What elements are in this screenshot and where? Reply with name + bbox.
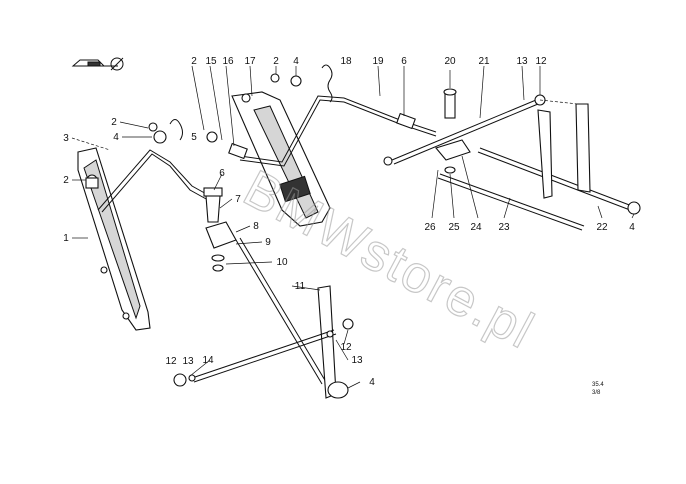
part-label-12: 12 bbox=[535, 56, 547, 67]
part-label-13: 13 bbox=[182, 356, 194, 367]
pivot-bolt-assembly bbox=[203, 187, 237, 272]
part-label-22: 22 bbox=[596, 222, 608, 233]
part-label-6: 6 bbox=[219, 168, 225, 179]
part-label-26: 26 bbox=[424, 222, 436, 233]
part-label-6: 6 bbox=[401, 56, 407, 67]
part-label-11: 11 bbox=[295, 281, 306, 292]
reference-code-line-2: 3/8 bbox=[592, 390, 601, 396]
part-label-20: 20 bbox=[444, 56, 456, 67]
part-label-3: 3 bbox=[63, 133, 69, 144]
reference-code-line-1: 35.4 bbox=[592, 382, 604, 388]
cross-shaft-lower bbox=[173, 329, 337, 387]
part-label-7: 7 bbox=[235, 194, 241, 205]
part-label-8: 8 bbox=[253, 221, 259, 232]
part-label-12: 12 bbox=[165, 356, 177, 367]
part-label-4: 4 bbox=[629, 222, 635, 233]
part-number-labels: 1 2 2 2 2 3 4 4 4 4 5 6 6 7 8 9 10 11 12… bbox=[63, 56, 635, 388]
part-label-19: 19 bbox=[372, 56, 384, 67]
part-label-15: 15 bbox=[205, 56, 217, 67]
pedal-base-plate bbox=[77, 147, 151, 331]
part-label-2: 2 bbox=[273, 56, 279, 67]
part-label-2: 2 bbox=[63, 175, 69, 186]
part-label-4: 4 bbox=[369, 377, 375, 388]
part-label-23: 23 bbox=[498, 222, 510, 233]
parallel-shafts-right bbox=[437, 99, 641, 231]
car-pedal-group-icon bbox=[71, 57, 124, 71]
label-leader-lines bbox=[71, 65, 635, 389]
part-label-1: 1 bbox=[63, 233, 69, 244]
part-label-18: 18 bbox=[340, 56, 352, 67]
bushing-group-left bbox=[148, 119, 218, 144]
part-label-2: 2 bbox=[111, 117, 117, 128]
part-label-10: 10 bbox=[276, 257, 288, 268]
part-label-21: 21 bbox=[478, 56, 490, 67]
part-label-4: 4 bbox=[113, 132, 119, 143]
part-label-4: 4 bbox=[293, 56, 299, 67]
throttle-rod-right bbox=[383, 88, 546, 166]
connecting-rod-lower bbox=[235, 237, 354, 399]
part-label-25: 25 bbox=[448, 222, 460, 233]
part-label-24: 24 bbox=[470, 222, 482, 233]
linkage-rod-upper bbox=[228, 64, 437, 167]
part-label-2: 2 bbox=[191, 56, 197, 67]
reference-code: 35.4 3/8 bbox=[592, 382, 604, 396]
part-label-14: 14 bbox=[202, 355, 214, 366]
part-label-17: 17 bbox=[244, 56, 256, 67]
part-label-16: 16 bbox=[222, 56, 234, 67]
rod-bracket-clip bbox=[435, 139, 471, 174]
part-label-9: 9 bbox=[265, 237, 271, 248]
part-label-13: 13 bbox=[516, 56, 528, 67]
part-label-5: 5 bbox=[191, 132, 197, 143]
part-label-13: 13 bbox=[351, 355, 363, 366]
part-label-12: 12 bbox=[340, 342, 352, 353]
accelerator-lever-rod bbox=[85, 149, 211, 213]
